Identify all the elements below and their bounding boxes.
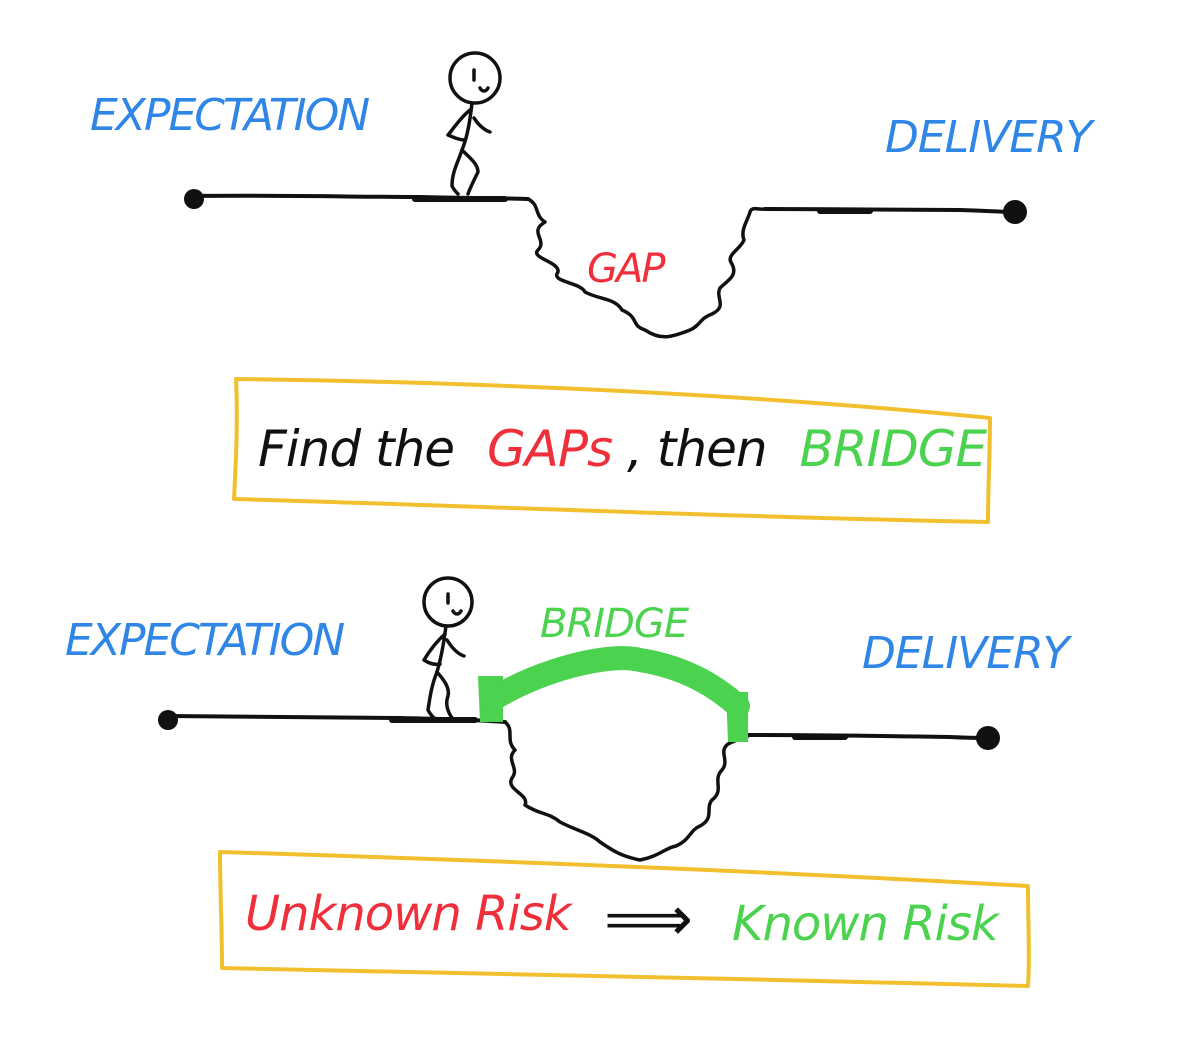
risk-arrow-icon: ⟹: [604, 882, 693, 955]
bottom-expectation-label: EXPECTATION: [65, 615, 344, 666]
bottom-right-ground: [746, 726, 1000, 750]
message-box-border: [232, 377, 992, 524]
bottom-delivery-label: DELIVERY: [862, 628, 1073, 679]
top-stick-figure: [446, 51, 502, 196]
bridge-arch: [478, 646, 750, 742]
risk-from-text: Unknown Risk: [245, 886, 574, 942]
message-text-find-the: Find the: [258, 420, 454, 478]
bottom-stick-figure: [422, 576, 474, 720]
bottom-gap-valley: [503, 720, 750, 862]
message-text-then: , then: [627, 420, 767, 478]
risk-box: Unknown Risk ⟹ Known Risk: [218, 850, 1031, 988]
risk-to-text: Known Risk: [732, 896, 1001, 952]
message-box-text: Find the GAPs , then BRIDGE: [258, 420, 987, 478]
top-delivery-label: DELIVERY: [885, 112, 1096, 163]
top-left-ground: [184, 189, 530, 209]
top-gap-valley: [526, 197, 767, 339]
message-text-bridge: BRIDGE: [799, 420, 987, 478]
top-scene: EXPECTATION DELIVERY GAP: [90, 51, 1097, 339]
bottom-bridge-label: BRIDGE: [540, 601, 690, 647]
top-right-ground: [763, 200, 1027, 224]
top-gap-label: GAP: [587, 246, 666, 292]
bottom-scene: EXPECTATION DELIVERY BRIDGE: [65, 576, 1074, 862]
message-text-gaps: GAPs: [487, 420, 612, 478]
top-expectation-label: EXPECTATION: [90, 90, 369, 141]
risk-box-border: [218, 850, 1031, 988]
message-box: Find the GAPs , then BRIDGE: [232, 377, 992, 524]
bottom-left-ground: [158, 710, 507, 730]
